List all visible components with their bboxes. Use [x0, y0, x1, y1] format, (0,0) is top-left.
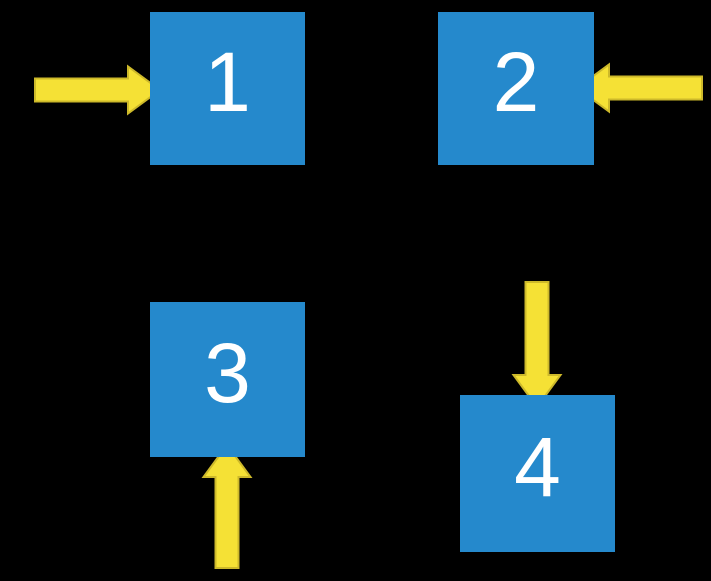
square-1: 1 [150, 12, 305, 165]
square-3-number: 3 [204, 325, 251, 420]
square-2-number: 2 [492, 34, 540, 129]
arrow-down-to-square-4-icon [511, 281, 563, 409]
arrow-right-to-square-1-icon [34, 64, 162, 116]
square-2: 2 [438, 12, 594, 165]
arrow-up-to-square-3-icon [201, 443, 253, 569]
square-4-number: 4 [514, 419, 561, 514]
arrow-left-to-square-2-icon [575, 62, 703, 114]
square-4: 4 [460, 395, 615, 552]
square-3: 3 [150, 302, 305, 457]
square-1-number: 1 [204, 34, 251, 129]
